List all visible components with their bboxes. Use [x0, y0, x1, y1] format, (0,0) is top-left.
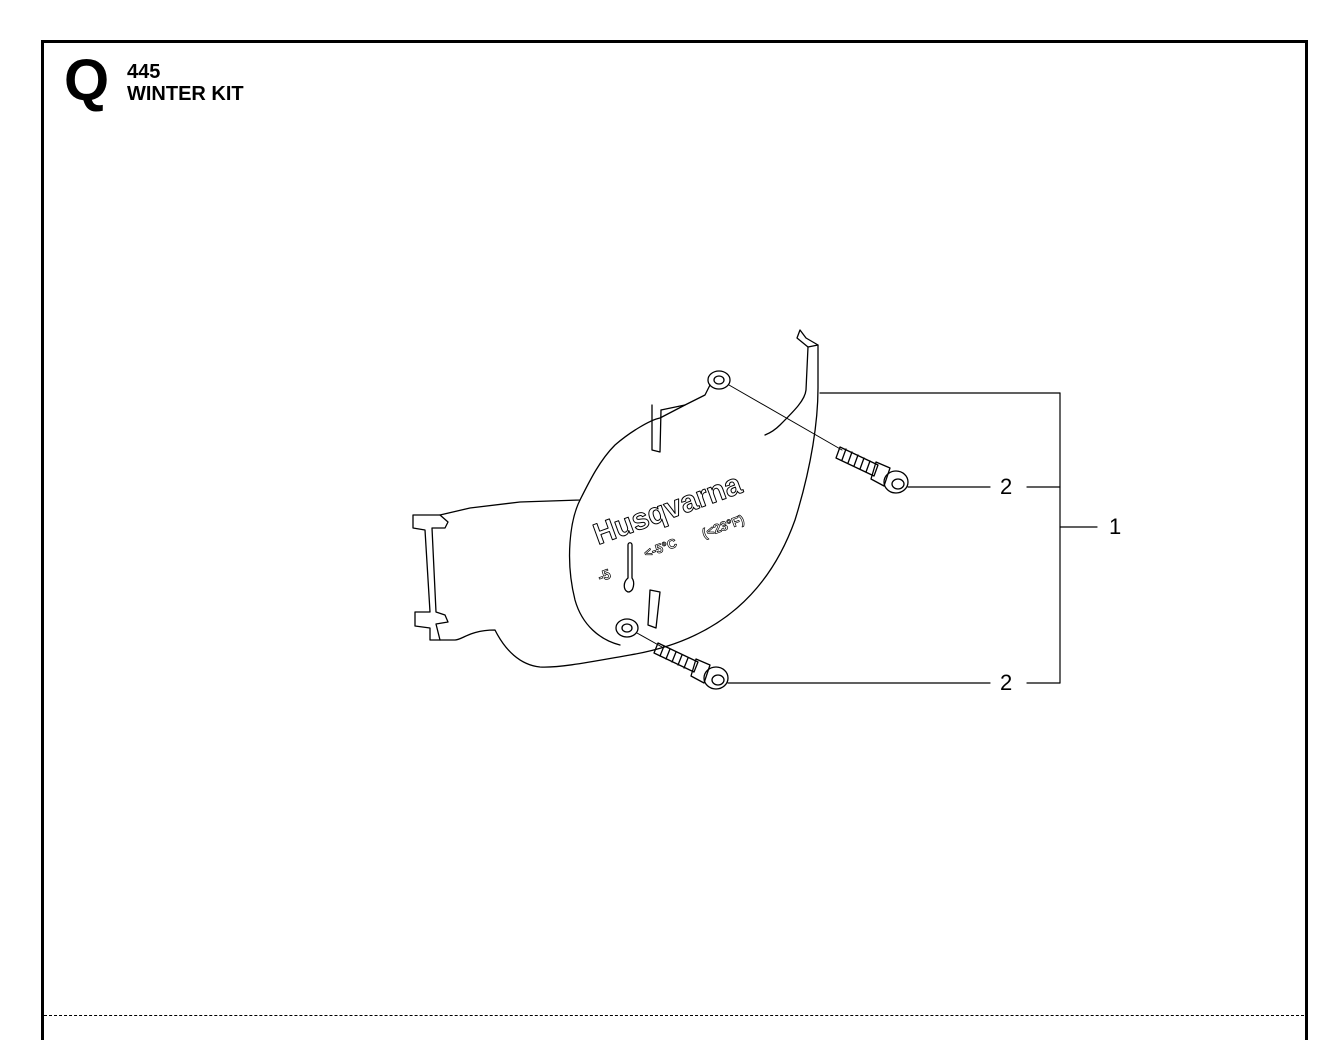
temperature-fahrenheit: (<23°F) — [700, 512, 746, 541]
winter-cover-plate — [412, 329, 819, 668]
temperature-celsius: <-5°C — [642, 535, 679, 561]
page-frame — [41, 40, 1308, 1040]
callout-label-screw-upper: 2 — [998, 474, 1015, 499]
screw-lower — [636, 632, 729, 690]
callout-label-kit: 1 — [1107, 514, 1124, 539]
section-title: WINTER KIT — [127, 83, 244, 105]
cover-brand-print: Husqvarna <-5°C (<23°F) -5 — [589, 467, 747, 585]
callout-label-screw-lower: 2 — [998, 670, 1015, 695]
screw-upper — [728, 384, 909, 494]
model-number: 445 — [127, 61, 161, 83]
section-letter: Q — [64, 48, 109, 113]
thermometer-label: -5 — [596, 565, 613, 584]
page-cut-line — [44, 1015, 1304, 1016]
callout-leaders — [727, 392, 1098, 684]
